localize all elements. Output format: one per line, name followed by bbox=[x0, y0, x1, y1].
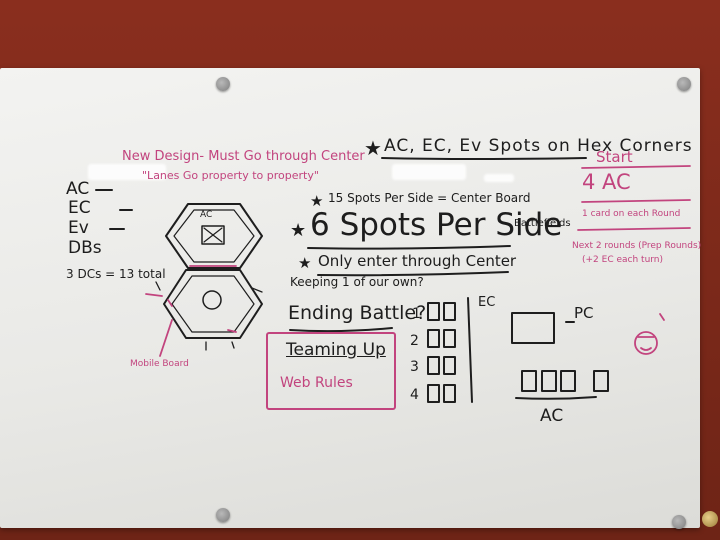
mounting-bolt bbox=[216, 77, 230, 91]
six-spots-heading: 6 Spots Per Side bbox=[310, 207, 563, 243]
keeping-note: Keeping 1 of our own? bbox=[290, 275, 424, 289]
ec-label: EC bbox=[478, 295, 496, 310]
enter-center-note: Only enter through Center bbox=[318, 252, 517, 270]
mounting-bolt bbox=[672, 515, 686, 529]
next-rounds-note: Next 2 rounds (Prep Rounds) bbox=[572, 241, 702, 251]
row-number-2: 2 bbox=[410, 333, 419, 349]
list-item-ec: EC bbox=[68, 198, 91, 218]
list-item-ev: Ev bbox=[68, 218, 89, 238]
hex-corners-heading: AC, EC, Ev Spots on Hex Corners bbox=[384, 136, 693, 156]
row-number-4: 4 bbox=[410, 387, 419, 403]
list-item-dbs: DBs bbox=[68, 238, 102, 258]
dcs-note: 3 DCs = 13 total bbox=[66, 267, 166, 281]
hex-label: AC bbox=[200, 210, 213, 220]
lanes-note: "Lanes Go property to property" bbox=[142, 169, 319, 182]
teaming-up-box bbox=[266, 332, 396, 410]
mobile-board-note: Mobile Board bbox=[130, 359, 189, 369]
ac-label: AC bbox=[540, 406, 564, 426]
ceiling-light-reflection bbox=[88, 164, 166, 180]
new-design-note: New Design- Must Go through Center bbox=[122, 149, 365, 164]
ending-battle-note: Ending Battle? bbox=[288, 302, 427, 324]
enter-star-icon: ★ bbox=[298, 254, 312, 272]
heading-star-icon: ★ bbox=[364, 136, 382, 160]
door-hinge bbox=[702, 511, 718, 527]
battlefields-note: Battlefields bbox=[514, 218, 571, 229]
start-label: Start bbox=[596, 148, 633, 166]
six-star-icon: ★ bbox=[290, 220, 307, 241]
one-card-note: 1 card on each Round bbox=[582, 209, 681, 219]
sub-star-icon: ★ bbox=[310, 192, 324, 210]
ceiling-light-reflection bbox=[484, 174, 514, 182]
spots-per-side-note: 15 Spots Per Side = Center Board bbox=[328, 191, 531, 205]
list-item-ac: AC bbox=[66, 179, 90, 199]
pc-label: PC bbox=[574, 304, 594, 322]
web-rules-label: Web Rules bbox=[280, 375, 353, 391]
four-ac-label: 4 AC bbox=[582, 170, 631, 194]
ceiling-light-reflection bbox=[392, 164, 466, 180]
row-number-1: 1 bbox=[412, 306, 421, 322]
row-number-3: 3 bbox=[410, 359, 419, 375]
mounting-bolt bbox=[677, 77, 691, 91]
teaming-up-label: Teaming Up bbox=[286, 340, 386, 360]
ec-each-note: (+2 EC each turn) bbox=[582, 255, 664, 265]
mounting-bolt bbox=[216, 508, 230, 522]
whiteboard bbox=[0, 68, 700, 528]
